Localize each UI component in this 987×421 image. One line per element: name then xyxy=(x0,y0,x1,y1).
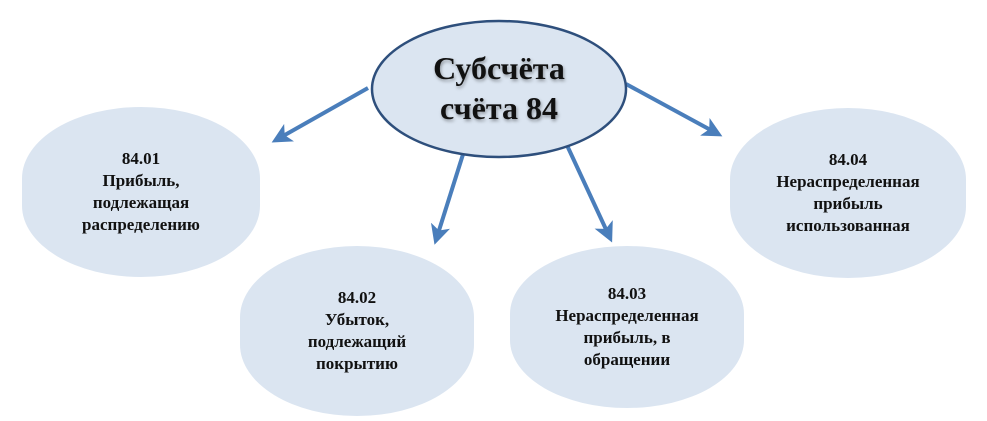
subaccount-label-line: подлежащая xyxy=(92,193,190,212)
center-title: Субсчёта счёта 84 xyxy=(370,18,628,158)
subaccount-label-line: покрытию xyxy=(316,354,398,373)
subaccount-code: 84.04 xyxy=(828,150,868,169)
subaccount-label-line: прибыль xyxy=(813,194,883,213)
subaccount-label-line: Прибыль, xyxy=(102,171,180,190)
subaccount-code: 84.02 xyxy=(337,288,377,307)
center-title-line-1: Субсчёта xyxy=(433,50,565,86)
center-title-line-2: счёта 84 xyxy=(440,90,558,126)
subaccount-label-line: распределению xyxy=(82,215,200,234)
subaccount-node-84-01: 84.01 Прибыль, подлежащая распределению xyxy=(22,107,260,277)
arrow-to-84-04 xyxy=(625,82,723,137)
subaccount-label-line: Убыток, xyxy=(324,310,390,329)
arrow-to-84-02 xyxy=(430,147,467,245)
subaccount-label-line: прибыль, в xyxy=(583,328,671,347)
subaccount-node-84-04: 84.04 Нераспределенная прибыль использов… xyxy=(730,108,966,278)
subaccount-label-line: Нераспределенная xyxy=(776,172,920,191)
subaccount-code: 84.01 xyxy=(121,149,161,168)
subaccount-node-84-03: 84.03 Нераспределенная прибыль, в обраще… xyxy=(510,246,744,408)
subaccount-code: 84.03 xyxy=(607,284,647,303)
center-ellipse xyxy=(370,19,628,159)
subaccount-label-line: использованная xyxy=(786,216,910,235)
arrow-to-84-03 xyxy=(563,140,613,243)
arrow-to-84-01 xyxy=(271,86,369,143)
subaccount-label-line: обращении xyxy=(583,350,671,369)
subaccount-label-line: подлежащий xyxy=(307,332,407,351)
subaccount-label-line: Нераспределенная xyxy=(555,306,699,325)
subaccount-node-84-02: 84.02 Убыток, подлежащий покрытию xyxy=(240,246,474,416)
